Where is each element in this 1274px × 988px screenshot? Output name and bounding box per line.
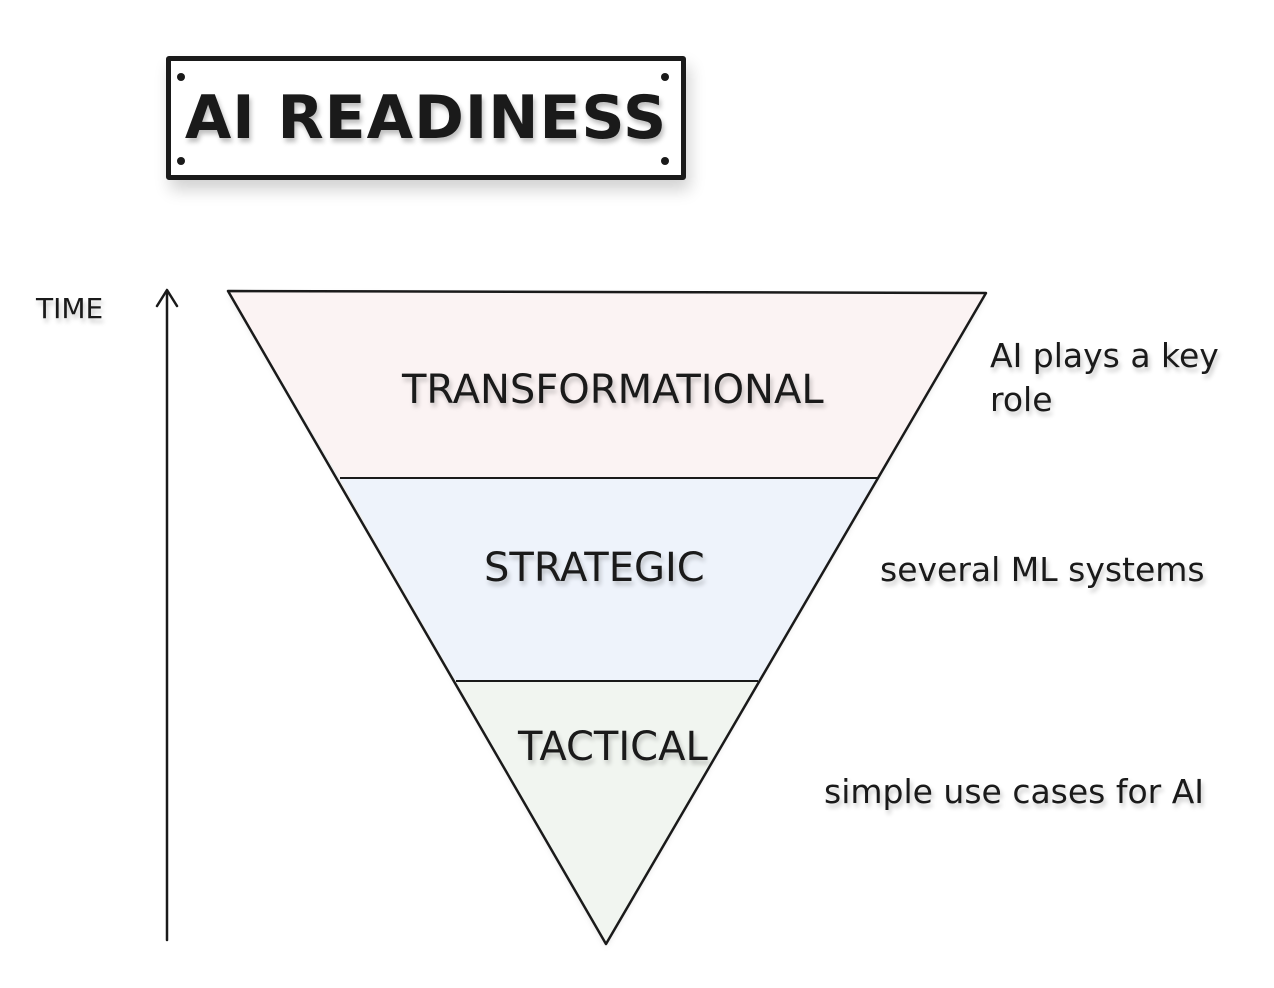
- description-tactical: simple use cases for AI: [824, 772, 1205, 811]
- time-axis-arrowhead: [155, 288, 179, 308]
- level-label-strategic: STRATEGIC: [484, 545, 705, 591]
- pyramid-outline: [226, 289, 988, 946]
- description-transformational: AI plays a key role: [990, 336, 1219, 419]
- screw-icon: [177, 157, 185, 165]
- level-label-transformational: TRANSFORMATIONAL: [402, 367, 824, 413]
- band-strategic: [340, 478, 878, 681]
- screw-icon: [661, 73, 669, 81]
- pyramid-border: [226, 289, 988, 946]
- screw-icon: [177, 73, 185, 81]
- time-axis-label: TIME: [36, 292, 104, 325]
- description-strategic: several ML systems: [880, 550, 1205, 589]
- time-axis: [155, 288, 179, 942]
- band-transformational: [228, 291, 986, 478]
- band-tactical: [456, 681, 758, 944]
- level-label-tactical: TACTICAL: [518, 724, 708, 770]
- readiness-pyramid: [228, 291, 986, 944]
- screw-icon: [661, 157, 669, 165]
- title-sign: AI READINESS: [166, 56, 686, 180]
- page-title: AI READINESS: [184, 83, 668, 153]
